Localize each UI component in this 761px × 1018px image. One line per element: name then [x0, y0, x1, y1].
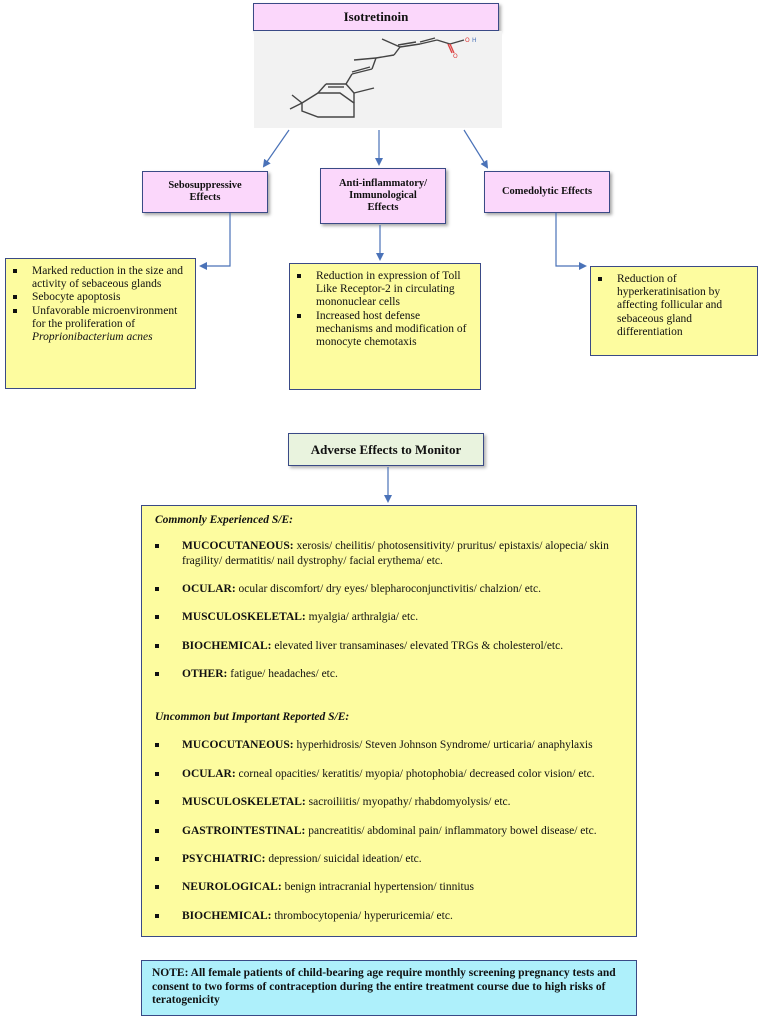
- uncommon-side-effect-item: MUCOCUTANEOUS: hyperhidrosis/ Steven Joh…: [155, 738, 624, 753]
- effect-bullet: Increased host defense mechanisms and mo…: [292, 310, 474, 350]
- effect-details-sebosuppressive: Marked reduction in the size and activit…: [5, 258, 196, 389]
- effect-title-anti-inflammatory: Anti-inflammatory/ Immunological Effects: [320, 168, 446, 224]
- uncommon-side-effect-item: GASTROINTESTINAL: pancreatitis/ abdomina…: [155, 824, 624, 839]
- effect-bullet: Reduction of hyperkeratinisation by affe…: [593, 273, 751, 339]
- hydroxyl-atom-label: O: [465, 37, 470, 44]
- common-side-effect-item: OTHER: fatigue/ headaches/ etc.: [155, 667, 624, 682]
- uncommon-side-effect-item: OCULAR: corneal opacities/ keratitis/ my…: [155, 767, 624, 782]
- adverse-effects-title-box: Adverse Effects to Monitor: [288, 433, 484, 466]
- effect-bullet: Reduction in expression of Toll Like Rec…: [292, 270, 474, 310]
- effect-title-text: Anti-inflammatory/ Immunological Effects: [338, 178, 428, 213]
- adverse-effects-panel: Commonly Experienced S/E: MUCOCUTANEOUS:…: [141, 505, 637, 937]
- effect-bullet: Sebocyte apoptosis: [8, 291, 189, 304]
- uncommon-side-effect-item: BIOCHEMICAL: thrombocytopenia/ hyperuric…: [155, 909, 624, 924]
- drug-title-box: Isotretinoin: [253, 3, 499, 31]
- molecule-structure: O O H: [254, 31, 502, 128]
- adverse-effects-title: Adverse Effects to Monitor: [310, 441, 462, 457]
- arrow-to-sebosuppressive-details: [199, 213, 231, 270]
- arrow-to-sebosuppressive: [262, 129, 290, 168]
- oxygen-atom-label: O: [453, 53, 458, 60]
- pregnancy-note-text: NOTE: All female patients of child-beari…: [152, 967, 616, 1006]
- common-side-effect-item: OCULAR: ocular discomfort/ dry eyes/ ble…: [155, 582, 624, 597]
- uncommon-side-effects-heading: Uncommon but Important Reported S/E:: [155, 711, 350, 723]
- bacteria-name: Proprionibacterium acnes: [32, 331, 153, 344]
- common-side-effect-item: BIOCHEMICAL: elevated liver transaminase…: [155, 639, 624, 654]
- common-side-effects-heading: Commonly Experienced S/E:: [155, 514, 293, 526]
- isotretinoin-structure-image: O O H: [289, 37, 477, 118]
- hydrogen-atom-label: H: [472, 37, 477, 44]
- effect-title-text: Comedolytic Effects: [501, 186, 593, 197]
- uncommon-side-effect-item: PSYCHIATRIC: depression/ suicidal ideati…: [155, 852, 624, 867]
- arrow-to-comedolytic: [463, 129, 489, 169]
- effect-details-comedolytic: Reduction of hyperkeratinisation by affe…: [590, 266, 758, 356]
- pregnancy-note-box: NOTE: All female patients of child-beari…: [141, 960, 637, 1016]
- drug-title: Isotretinoin: [343, 9, 409, 24]
- common-side-effect-item: MUCOCUTANEOUS: xerosis/ cheilitis/ photo…: [155, 539, 624, 569]
- effect-details-anti-inflammatory: Reduction in expression of Toll Like Rec…: [289, 263, 481, 390]
- effect-bullet: Unfavorable microenvironment for the pro…: [8, 305, 189, 345]
- arrow-to-comedolytic-details: [555, 213, 587, 270]
- uncommon-side-effect-item: NEUROLOGICAL: benign intracranial hypert…: [155, 880, 624, 895]
- uncommon-side-effect-item: MUSCULOSKELETAL: sacroiliitis/ myopathy/…: [155, 795, 624, 810]
- effect-title-sebosuppressive: Sebosuppressive Effects: [142, 171, 268, 213]
- effect-title-comedolytic: Comedolytic Effects: [484, 171, 610, 213]
- effect-title-text: Sebosuppressive Effects: [168, 180, 242, 203]
- effect-bullet-text: Unfavorable microenvironment for the pro…: [32, 304, 178, 330]
- common-side-effect-item: MUSCULOSKELETAL: myalgia/ arthralgia/ et…: [155, 610, 624, 625]
- effect-bullet: Marked reduction in the size and activit…: [8, 265, 189, 291]
